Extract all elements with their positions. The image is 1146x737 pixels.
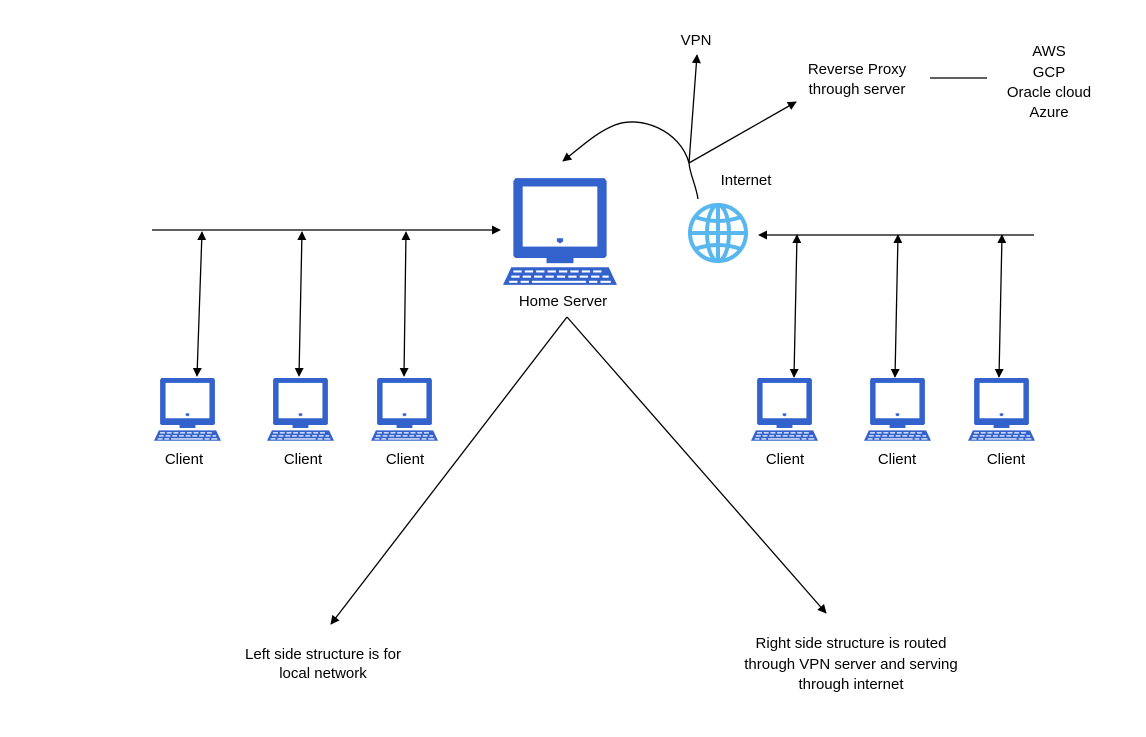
home-server-label: Home Server <box>519 293 607 310</box>
note-links <box>330 316 827 625</box>
right-client-1-label: Client <box>766 451 805 468</box>
internet-label: Internet <box>721 172 773 189</box>
right-client-link-3 <box>994 234 1007 378</box>
cloud-provider-oracle: Oracle cloud <box>1007 84 1091 101</box>
right-note-line-2: through VPN server and serving <box>744 656 957 673</box>
right-client-link-1 <box>789 234 802 378</box>
left-client-2-label: Client <box>284 451 323 468</box>
left-note-arrow <box>330 316 568 625</box>
left-client-link-1 <box>192 231 207 377</box>
left-client-1-icon <box>154 378 221 441</box>
right-client-link-2 <box>890 234 903 378</box>
internet-links <box>562 54 987 200</box>
cloud-provider-gcp: GCP <box>1033 64 1066 81</box>
globe-icon <box>688 203 748 263</box>
right-note-line-3: through internet <box>798 676 904 693</box>
cloud-provider-azure: Azure <box>1029 104 1068 121</box>
left-client-link-3 <box>399 231 411 377</box>
cloud-provider-aws: AWS <box>1032 43 1066 60</box>
vpn-label: VPN <box>681 32 712 49</box>
home-server-icon <box>503 178 617 285</box>
left-client-2-icon <box>267 378 334 441</box>
right-client-2-icon <box>864 378 931 441</box>
vpn-arrow <box>688 54 701 164</box>
right-note-line-1: Right side structure is routed <box>756 635 947 652</box>
left-client-3-icon <box>371 378 438 441</box>
internet-uplink <box>688 162 699 200</box>
left-note-line-2: local network <box>279 665 367 682</box>
right-client-1-icon <box>751 378 818 441</box>
reverse-proxy-label-line-2: through server <box>809 81 906 98</box>
right-client-3-icon <box>968 378 1035 441</box>
left-network <box>152 225 501 377</box>
reverse-proxy-label-line-1: Reverse Proxy <box>808 61 907 78</box>
reverse-proxy-arrow <box>688 101 797 164</box>
left-client-1-label: Client <box>165 451 204 468</box>
right-network <box>758 230 1034 378</box>
left-client-link-2 <box>294 231 307 377</box>
right-note-arrow <box>566 316 827 614</box>
right-client-2-label: Client <box>878 451 917 468</box>
left-client-3-label: Client <box>386 451 425 468</box>
left-note-line-1: Left side structure is for <box>245 646 401 663</box>
right-client-3-label: Client <box>987 451 1026 468</box>
home-server-return-arrow <box>562 121 690 164</box>
